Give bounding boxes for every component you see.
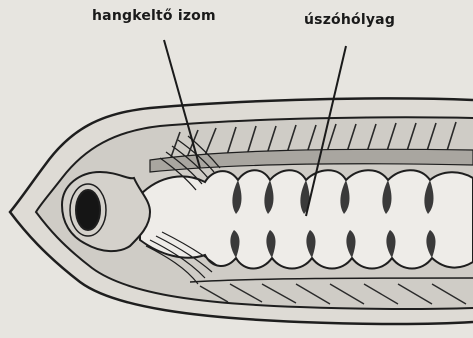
dark-oval xyxy=(76,190,100,230)
label-swim-bladder: úszóhólyag xyxy=(304,12,395,28)
label-sound-muscle: hangkeltő izom xyxy=(92,8,216,24)
